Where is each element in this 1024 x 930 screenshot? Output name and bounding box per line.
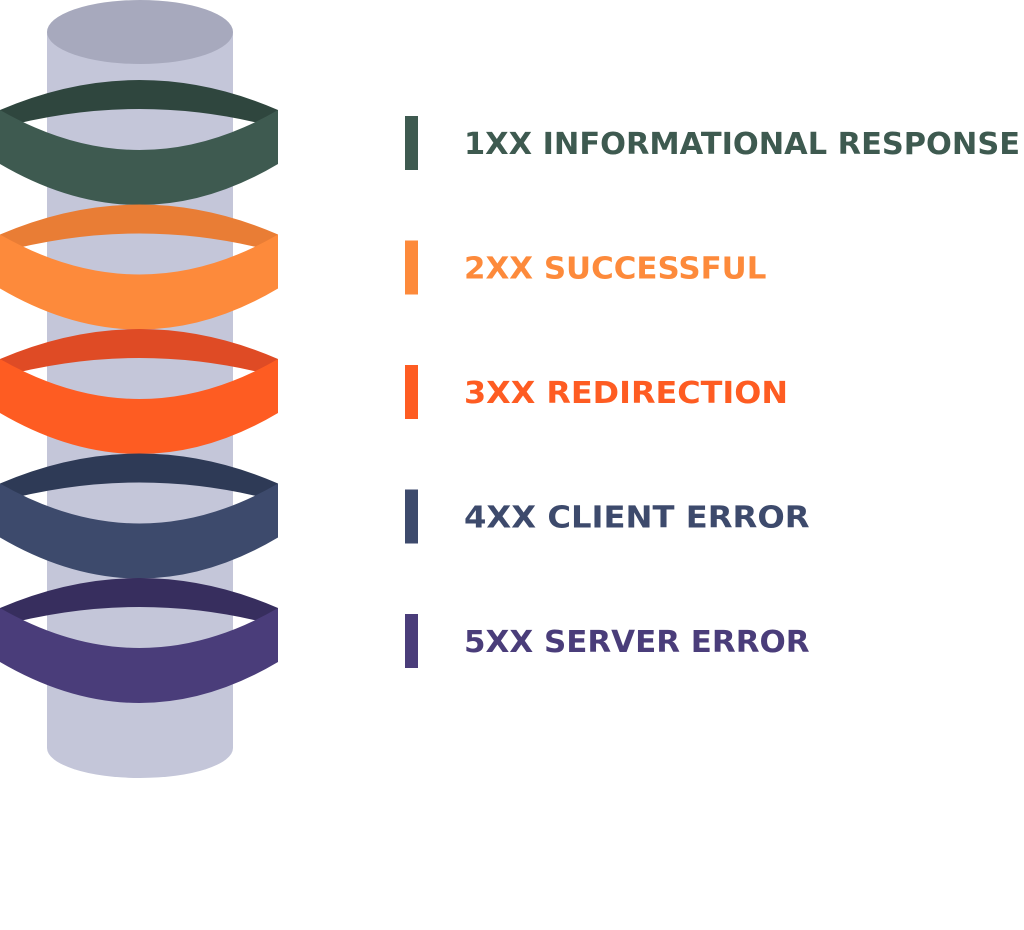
band-marker-icon xyxy=(405,614,418,668)
legend-label-1: 1XX INFORMATIONAL RESPONSE xyxy=(464,127,1020,162)
ring-3-front xyxy=(0,359,278,454)
ring-1-back xyxy=(0,80,278,128)
ring-5-back xyxy=(0,578,278,626)
cylinder-top xyxy=(47,0,233,64)
legend-label-4: 4XX CLIENT ERROR xyxy=(464,501,810,536)
ring-2-front xyxy=(0,234,278,330)
ring-4-back xyxy=(0,453,278,502)
legend: 1XX INFORMATIONAL RESPONSE 2XX SUCCESSFUL… xyxy=(405,116,1020,668)
legend-label-5: 5XX SERVER ERROR xyxy=(464,625,810,660)
ring-2-back xyxy=(0,204,278,253)
band-marker-icon xyxy=(405,116,418,170)
ring-3-back xyxy=(0,329,278,377)
band-marker-icon xyxy=(405,240,418,295)
legend-label-2: 2XX SUCCESSFUL xyxy=(464,252,766,287)
band-marker-icon xyxy=(405,489,418,544)
band-marker-icon xyxy=(405,365,418,419)
ring-4-front xyxy=(0,483,278,579)
ring-1-front xyxy=(0,110,278,205)
legend-label-3: 3XX REDIRECTION xyxy=(464,376,788,411)
ring-5-front xyxy=(0,608,278,703)
ring-group xyxy=(0,80,278,703)
